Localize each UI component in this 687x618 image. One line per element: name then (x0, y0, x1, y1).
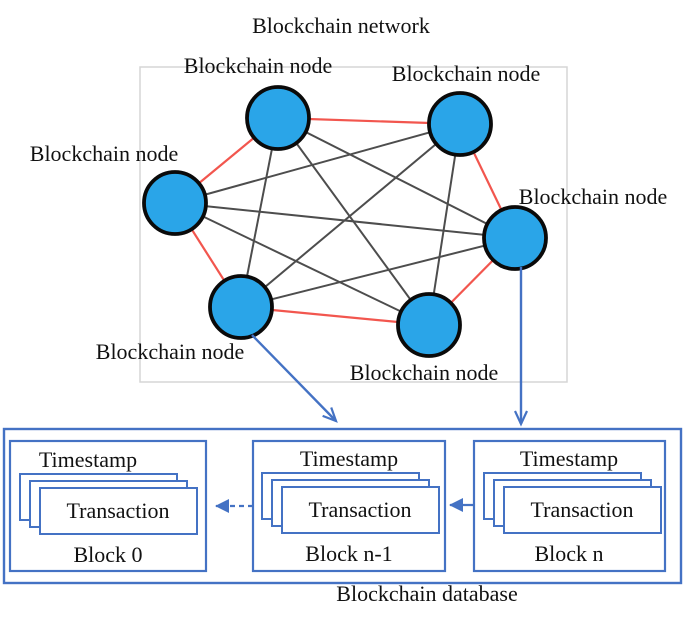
mesh-edge (240, 237, 516, 308)
mesh-edges (174, 117, 516, 326)
chain-arrows (215, 498, 475, 513)
mesh-edge (174, 123, 461, 204)
blockchain-node (245, 85, 311, 151)
blockchain-node (208, 274, 274, 340)
blockchain-node (142, 170, 208, 236)
mesh-edge (174, 202, 516, 239)
mesh-edge (428, 123, 461, 326)
node-to-database-arrow (251, 334, 338, 423)
network-boundary-frame (139, 66, 568, 383)
mesh-edge (174, 202, 430, 326)
transaction-card-front (39, 487, 198, 535)
blockchain-node (396, 292, 462, 358)
transaction-card-front (281, 486, 440, 534)
block-name-label: Block n (534, 541, 603, 566)
block-timestamp-label: Timestamp (520, 446, 618, 471)
blockchain-nodes (142, 85, 548, 358)
block-name-label: Block 0 (73, 542, 142, 567)
block-n: Timestamp Transaction Block n (472, 439, 667, 573)
block-n-1: Timestamp Transaction Block n-1 (251, 439, 447, 573)
block-timestamp-label: Timestamp (300, 446, 398, 471)
transaction-label: Transaction (530, 497, 633, 522)
blockchain-node (427, 91, 493, 157)
network-to-database-arrows (251, 267, 528, 427)
node-label: Blockchain node (392, 61, 540, 86)
mesh-edge (240, 123, 461, 308)
node-label: Blockchain node (350, 360, 498, 385)
block-name-label: Block n-1 (305, 541, 392, 566)
blockchain-node (482, 205, 548, 271)
transaction-label: Transaction (308, 497, 411, 522)
database-caption: Blockchain database (336, 581, 517, 606)
network-title: Blockchain network (252, 13, 430, 38)
node-label: Blockchain node (184, 53, 332, 78)
node-label: Blockchain node (519, 184, 667, 209)
block-timestamp-label: Timestamp (39, 447, 137, 472)
transaction-card-front (503, 486, 662, 534)
node-label: Blockchain node (30, 141, 178, 166)
block-0: Timestamp Transaction Block 0 (8, 439, 208, 573)
node-label: Blockchain node (96, 339, 244, 364)
node-labels: Blockchain node Blockchain node Blockcha… (30, 53, 667, 385)
transaction-label: Transaction (66, 498, 169, 523)
